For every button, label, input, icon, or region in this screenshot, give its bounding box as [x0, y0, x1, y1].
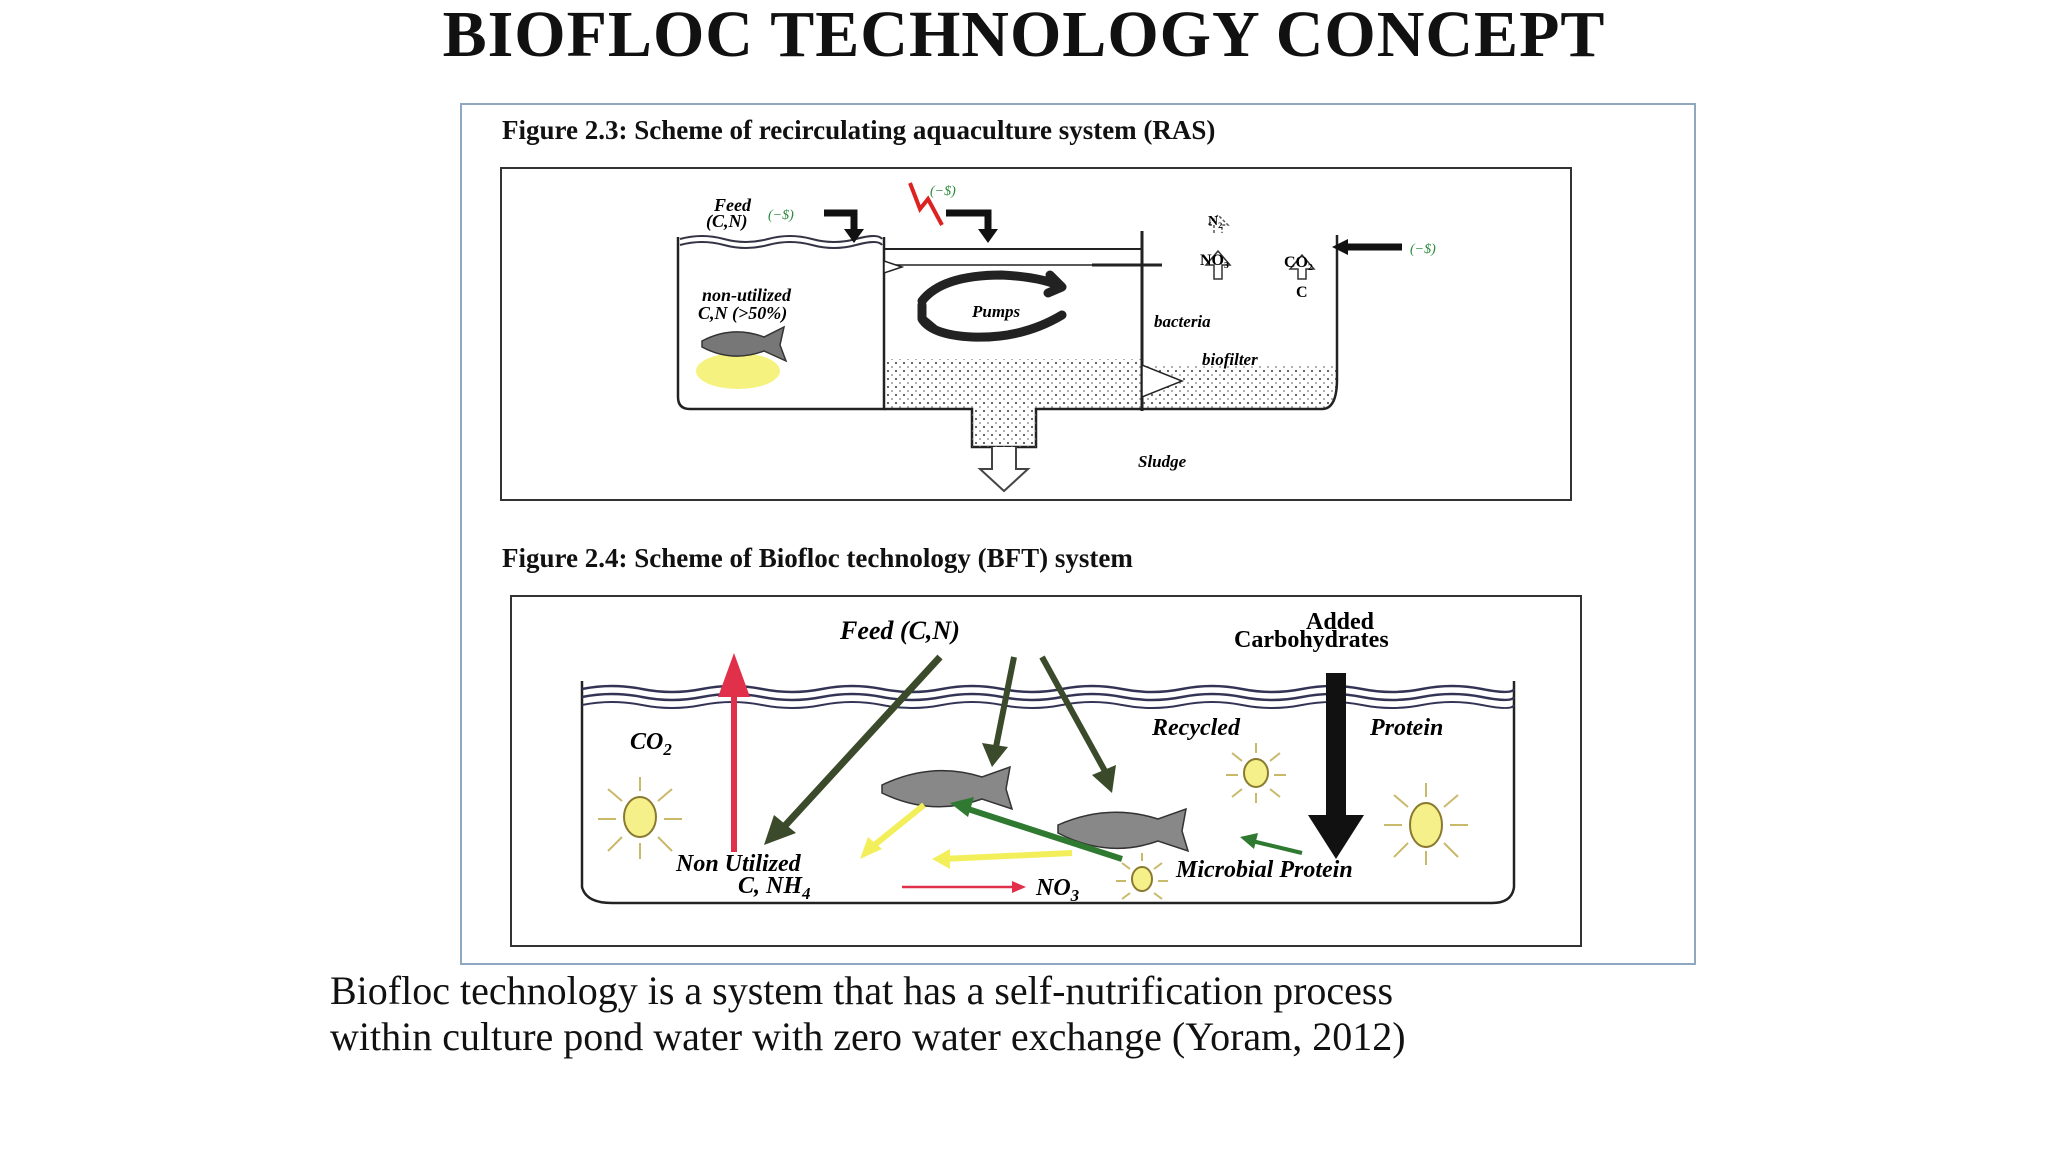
fish-tank [676, 235, 886, 411]
ras-diagram: Feed (C,N) (−$) (−$) (−$) non-utilized C… [500, 167, 1572, 501]
bft-caption: Figure 2.4: Scheme of Biofloc technology… [502, 543, 1133, 573]
bft-nh4-label: C, NH4 [738, 873, 811, 903]
microbe-icon [1116, 853, 1168, 900]
green-arrows-icon [950, 797, 1303, 862]
ras-aeration-cost-label: (−$) [1410, 242, 1436, 257]
co2-up-arrow-icon [718, 653, 750, 852]
ras-feed-cost-label: (−$) [768, 208, 794, 223]
biofilter-tank [1092, 231, 1339, 411]
fish-icon [881, 765, 1014, 811]
ras-feed-cn-label: (C,N) [706, 211, 748, 232]
fish-icon [701, 325, 788, 363]
figure-frame: Figure 2.3: Scheme of recirculating aqua… [460, 103, 1696, 965]
microbe-icon [598, 777, 682, 859]
ras-non-utilized-cn-label: C,N (>50%) [698, 303, 787, 324]
description-line-2: within culture pond water with zero wate… [330, 1014, 1406, 1059]
page-title: BIOFLOC TECHNOLOGY CONCEPT [442, 0, 1606, 71]
bft-no3-label: NO3 [1035, 875, 1080, 905]
bacteria-label: bacteria [1154, 312, 1211, 331]
electricity-icon [908, 182, 944, 226]
microbial-protein-label: Microbial Protein [1175, 857, 1353, 883]
biofilter-label: biofilter [1202, 350, 1258, 369]
added-label: Added [1306, 609, 1375, 635]
yellow-arrows-icon [860, 802, 1073, 869]
no3-up-arrow-icon [1204, 213, 1232, 280]
no3-label: NO₃ [1200, 252, 1229, 269]
protein-label: Protein [1369, 715, 1443, 741]
pump-arrows-icon [917, 270, 1067, 342]
carbohydrate-arrow-icon [1308, 673, 1364, 859]
pump-power-arrow-icon [946, 209, 998, 243]
pumps-label: Pumps [971, 302, 1021, 321]
feed-arrows-icon [764, 654, 1116, 845]
aeration-arrow-icon [1332, 239, 1402, 255]
bft-feed-label: Feed (C,N) [839, 616, 960, 645]
co2-up-arrow-icon [1288, 253, 1316, 280]
description: Biofloc technology is a system that has … [330, 968, 1830, 1060]
ras-non-utilized-label: non-utilized [702, 285, 792, 305]
microbe-icon [1226, 743, 1286, 803]
description-line-1: Biofloc technology is a system that has … [330, 968, 1394, 1013]
ras-caption: Figure 2.3: Scheme of recirculating aqua… [502, 115, 1216, 145]
microbe-icon [1384, 783, 1468, 865]
bft-diagram-svg: Feed (C,N) Added Carbohydrates CO2 Recyc… [580, 609, 1516, 905]
carbohydrates-label: Carbohydrates [1234, 627, 1389, 653]
co2-label: CO₂ [1284, 254, 1313, 271]
sludge-arrow [977, 447, 1031, 493]
recycled-label: Recycled [1151, 715, 1241, 741]
bft-co2-label: CO2 [630, 729, 672, 759]
carbon-label: C [1296, 284, 1308, 301]
bft-diagram: Feed (C,N) Added Carbohydrates CO2 Recyc… [510, 595, 1582, 947]
feed-arrow-icon [824, 209, 864, 243]
bft-non-utilized-label: Non Utilized [675, 851, 802, 877]
ras-power-cost-label: (−$) [930, 184, 956, 199]
fish-icon [1057, 807, 1190, 853]
n2-label: N₂ [1208, 214, 1222, 229]
ras-feed-label: Feed [713, 195, 752, 215]
nitrification-arrow-icon [902, 881, 1026, 893]
ras-diagram-svg: Feed (C,N) (−$) (−$) (−$) non-utilized C… [676, 182, 1436, 493]
sludge-label: Sludge [1138, 452, 1187, 471]
